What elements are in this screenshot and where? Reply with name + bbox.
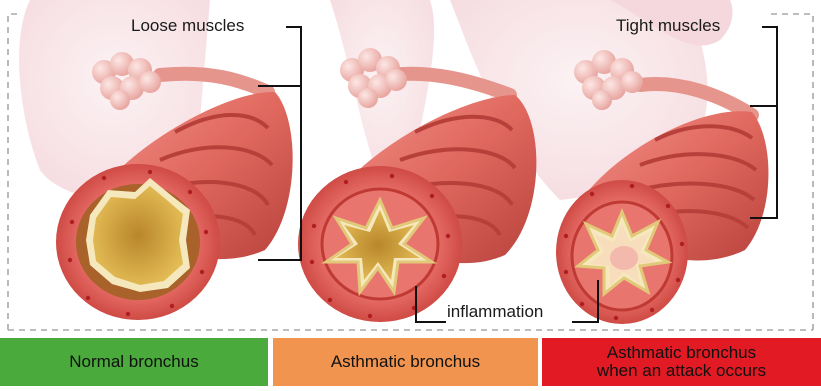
normal-bronchus-caption: Normal bronchus [0, 338, 268, 386]
attack-caption-line2: when an attack occurs [597, 362, 766, 380]
attack-caption-line1: Asthmatic bronchus [607, 344, 756, 362]
inflammation-label: inflammation [447, 302, 543, 322]
tight-muscles-label: Tight muscles [616, 16, 720, 36]
loose-muscles-label: Loose muscles [131, 16, 244, 36]
attack-bronchus-caption: Asthmatic bronchus when an attack occurs [542, 338, 821, 386]
asthmatic-bronchus-caption-text: Asthmatic bronchus [331, 353, 480, 371]
asthmatic-bronchus-caption: Asthmatic bronchus [273, 338, 538, 386]
normal-bronchus-caption-text: Normal bronchus [69, 353, 198, 371]
